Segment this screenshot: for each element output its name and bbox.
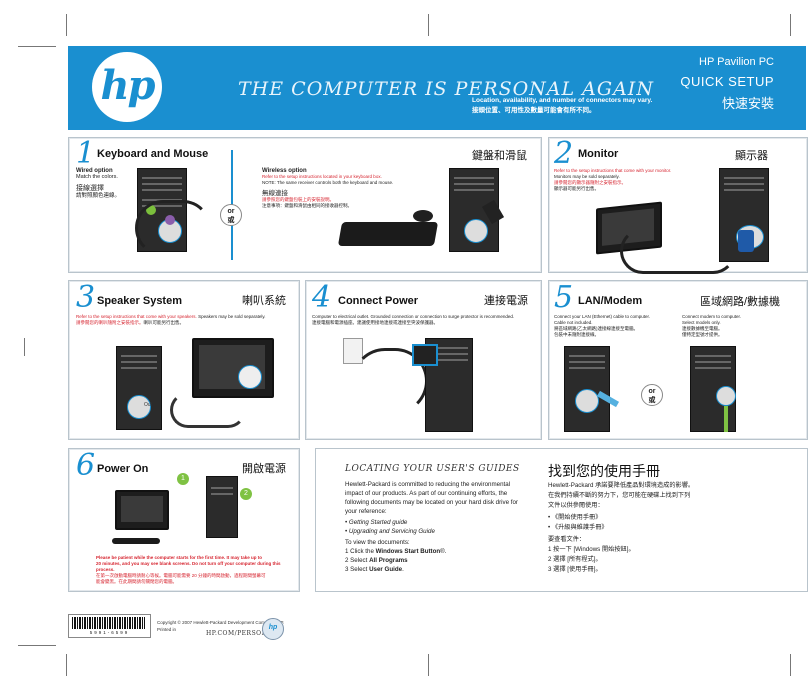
crop-mark <box>18 46 56 47</box>
audio-out-label: Out <box>144 402 153 408</box>
user-guides-text: Hewlett-Packard is committed to reducing… <box>345 481 518 573</box>
speaker-cable <box>170 392 246 428</box>
step-title: LAN/Modem <box>578 295 643 307</box>
power-instructions: Computer to electrical outlet. Grounded … <box>312 314 515 325</box>
quick-setup-title-zh: 快速安裝 <box>721 96 774 111</box>
step-title-zh: 區域網路/數據機 <box>700 296 781 308</box>
monitor <box>115 490 169 530</box>
step-title-zh: 鍵盤和滑鼠 <box>472 150 527 162</box>
user-guides-panel <box>315 448 808 592</box>
monitor-with-speakers <box>192 338 274 398</box>
monitor-instructions: Refer to the setup instructions that com… <box>554 168 672 191</box>
connector-note: Location, availability, and number of co… <box>472 97 653 114</box>
step-number: 2 <box>554 136 574 171</box>
step-title-zh: 開啟電源 <box>242 463 286 475</box>
speaker-port-detail <box>238 365 262 389</box>
step-number: 6 <box>76 448 96 483</box>
step-number: 5 <box>554 280 574 315</box>
crop-mark <box>428 14 429 36</box>
step-number: 3 <box>76 280 96 315</box>
product-name: HP Pavilion PC <box>699 56 774 68</box>
wired-option-text: Wired option Match the colors. 接線選擇 請對照顏… <box>76 168 121 199</box>
tagline: THE COMPUTER IS PERSONAL AGAIN <box>238 78 654 100</box>
copyright: Copyright © 2007 Hewlett-Packard Develop… <box>157 620 285 632</box>
step-title-zh: 連接電源 <box>484 295 528 307</box>
barcode: 5991-6599 <box>68 614 151 638</box>
crop-mark <box>790 14 791 36</box>
step-title: Connect Power <box>338 295 419 307</box>
pc-tower <box>206 476 238 538</box>
vga-connector <box>738 230 754 252</box>
step-title-zh: 喇叭系統 <box>242 295 286 307</box>
keyboard <box>112 538 160 544</box>
user-guides-title: LOCATING YOUR USER'S GUIDES <box>345 464 520 474</box>
modem-port-detail <box>716 386 736 406</box>
crop-mark <box>18 645 56 646</box>
crop-mark <box>790 654 791 676</box>
power-connector-detail <box>412 344 438 366</box>
crop-mark <box>66 14 67 36</box>
pc-tower <box>116 346 162 430</box>
hp-seal-icon: hp <box>262 618 284 640</box>
step-number: 4 <box>312 280 332 315</box>
crop-mark <box>428 654 429 676</box>
quick-setup-title: QUICK SETUP <box>680 74 774 89</box>
keyboard-cable <box>135 200 211 256</box>
speaker-instructions: Refer to the setup instructions that com… <box>76 314 266 325</box>
crop-mark <box>24 338 25 356</box>
keyboard <box>337 222 439 246</box>
step-title: Keyboard and Mouse <box>97 148 209 160</box>
step-6-panel <box>68 448 300 592</box>
crop-mark <box>66 654 67 676</box>
step-title-zh: 顯示器 <box>735 150 768 162</box>
mouse <box>413 210 433 222</box>
callout-2: 2 <box>240 488 252 500</box>
hp-logo: hp <box>92 52 162 122</box>
step-title: Monitor <box>578 148 619 160</box>
power-on-warning: Please be patient while the computer sta… <box>96 555 281 584</box>
product-title-block: HP Pavilion PC QUICK SETUP 快速安裝 <box>680 56 774 112</box>
user-guides-text-zh: Hewlett-Packard 承諾要降低產品對環境造成的影響。 在我們持續不斷… <box>548 482 695 573</box>
step-number: 1 <box>76 136 96 171</box>
modem-instructions: Connect modem to computer. Select models… <box>682 314 742 337</box>
header-banner <box>68 46 806 130</box>
step-title: Power On <box>97 463 149 475</box>
callout-1: 1 <box>177 473 189 485</box>
lan-instructions: Connect your LAN (Ethernet) cable to com… <box>554 314 651 337</box>
pc-tower <box>564 346 610 432</box>
step-title: Speaker System <box>97 295 182 307</box>
phone-cable <box>724 406 728 432</box>
user-guides-title-zh: 找到您的使用手冊 <box>548 463 660 479</box>
wall-outlet <box>343 338 363 364</box>
wireless-option-text: Wireless option Refer to the setup instr… <box>262 168 394 208</box>
vga-cable <box>620 228 736 274</box>
footer-url: HP.COM/PERSONAL <box>206 630 277 637</box>
